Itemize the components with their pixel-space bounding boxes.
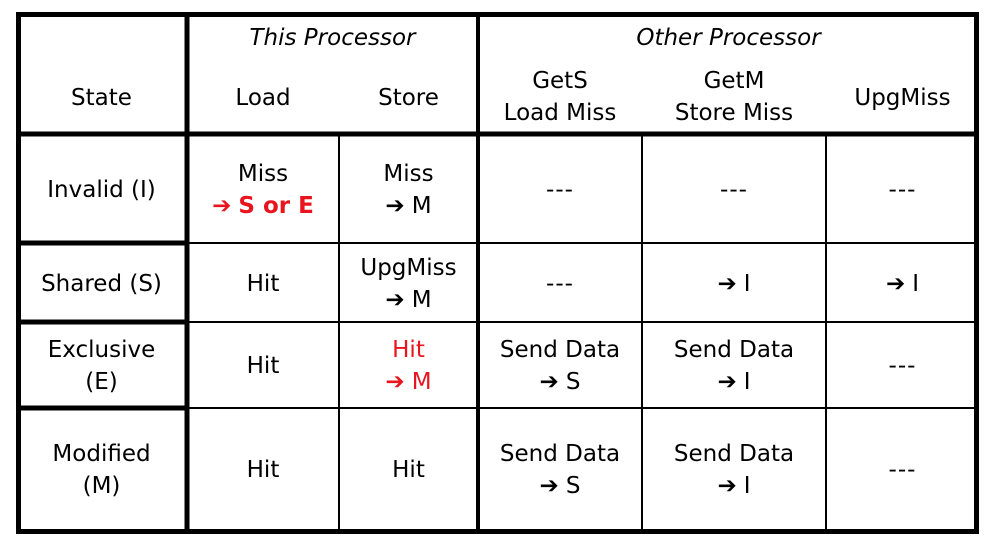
cell-line: Miss — [383, 160, 434, 187]
transition-target: S — [565, 473, 581, 499]
transition-target: I — [743, 473, 751, 499]
arrow-right-icon: ➔ — [385, 192, 405, 219]
transition-target: I — [743, 270, 751, 297]
cell-shared-load: Hit — [246, 270, 280, 297]
header-upgmiss: UpgMiss — [854, 85, 951, 111]
transition-line: ➔ M — [385, 190, 431, 222]
header-gets-line1: GetS — [532, 68, 588, 94]
cell-exclusive-store: Hit ➔ M — [339, 324, 478, 408]
cell-line: Hit — [392, 337, 425, 363]
transition-target: S or E — [238, 192, 314, 219]
state-shared: Shared (S) — [16, 245, 187, 322]
transition-target: I — [912, 270, 920, 297]
cell-line: UpgMiss — [360, 254, 457, 281]
cell-invalid-store: Miss ➔ M — [339, 136, 478, 243]
cell-shared-store: UpgMiss ➔ M — [339, 245, 478, 322]
header-getm: GetM Store Miss — [642, 64, 826, 130]
transition-line: ➔ S — [540, 366, 581, 398]
transition-line: ➔ M — [385, 284, 431, 316]
cell-line: Miss — [237, 160, 289, 187]
state-label: Modified — [52, 441, 151, 467]
header-gets-line2: Load Miss — [503, 100, 617, 126]
cell-shared-gets: --- — [546, 270, 574, 297]
cell-modified-store: Hit — [392, 457, 425, 483]
transition-line: ➔ M — [385, 366, 431, 398]
cell-line: Send Data — [499, 337, 621, 363]
arrow-right-icon: ➔ — [539, 369, 559, 395]
header-load: Load — [235, 85, 291, 111]
arrow-right-icon: ➔ — [212, 192, 232, 219]
header-other-processor: Other Processor — [636, 25, 821, 51]
cell-modified-gets: Send Data ➔ S — [478, 410, 642, 530]
cell-line: Send Data — [673, 337, 795, 363]
cell-invalid-load: Miss ➔ S or E — [187, 136, 339, 243]
transition-line: ➔ S — [540, 470, 581, 502]
cell-shared-upgmiss: ➔ I — [826, 245, 979, 322]
header-state: State — [71, 85, 132, 111]
transition-line: ➔ S or E — [212, 190, 314, 222]
state-exclusive: Exclusive (E) — [16, 324, 187, 408]
cell-shared-getm: ➔ I — [642, 245, 826, 322]
state-abbrev: (E) — [85, 369, 118, 395]
arrow-right-icon: ➔ — [717, 369, 737, 395]
transition-line: ➔ I — [717, 470, 750, 502]
header-this-processor: This Processor — [249, 25, 416, 51]
cell-line: Send Data — [673, 441, 795, 467]
transition-target: M — [411, 286, 432, 313]
header-store: Store — [378, 85, 439, 111]
cell-exclusive-gets: Send Data ➔ S — [478, 324, 642, 408]
cell-modified-load: Hit — [246, 457, 280, 483]
cell-modified-getm: Send Data ➔ I — [642, 410, 826, 530]
header-gets: GetS Load Miss — [478, 64, 642, 130]
cell-modified-upgmiss: --- — [888, 457, 917, 483]
state-abbrev: (M) — [82, 473, 121, 499]
arrow-right-icon: ➔ — [539, 473, 559, 499]
transition-line: ➔ I — [717, 366, 750, 398]
cell-exclusive-upgmiss: --- — [888, 353, 917, 379]
state-modified: Modified (M) — [16, 410, 187, 530]
state-label: Invalid (I) — [47, 176, 156, 203]
arrow-right-icon: ➔ — [885, 270, 906, 297]
transition-line: ➔ I — [886, 268, 919, 300]
transition-target: I — [743, 369, 751, 395]
state-label: Shared (S) — [41, 270, 162, 297]
cell-exclusive-load: Hit — [246, 353, 280, 379]
transition-target: M — [411, 369, 432, 395]
state-invalid: Invalid (I) — [16, 136, 187, 243]
state-label: Exclusive — [47, 337, 156, 363]
arrow-right-icon: ➔ — [717, 473, 737, 499]
header-getm-line2: Store Miss — [674, 100, 794, 126]
transition-target: S — [565, 369, 581, 395]
cell-exclusive-getm: Send Data ➔ I — [642, 324, 826, 408]
arrow-right-icon: ➔ — [385, 286, 405, 313]
arrow-right-icon: ➔ — [717, 270, 737, 297]
cell-invalid-gets: --- — [546, 176, 574, 203]
transition-line: ➔ I — [717, 268, 750, 300]
cell-invalid-getm: --- — [720, 176, 748, 203]
cell-invalid-upgmiss: --- — [888, 176, 917, 203]
cell-line: Send Data — [499, 441, 621, 467]
arrow-right-icon: ➔ — [385, 369, 405, 395]
transition-target: M — [411, 192, 432, 219]
header-getm-line1: GetM — [703, 68, 765, 94]
